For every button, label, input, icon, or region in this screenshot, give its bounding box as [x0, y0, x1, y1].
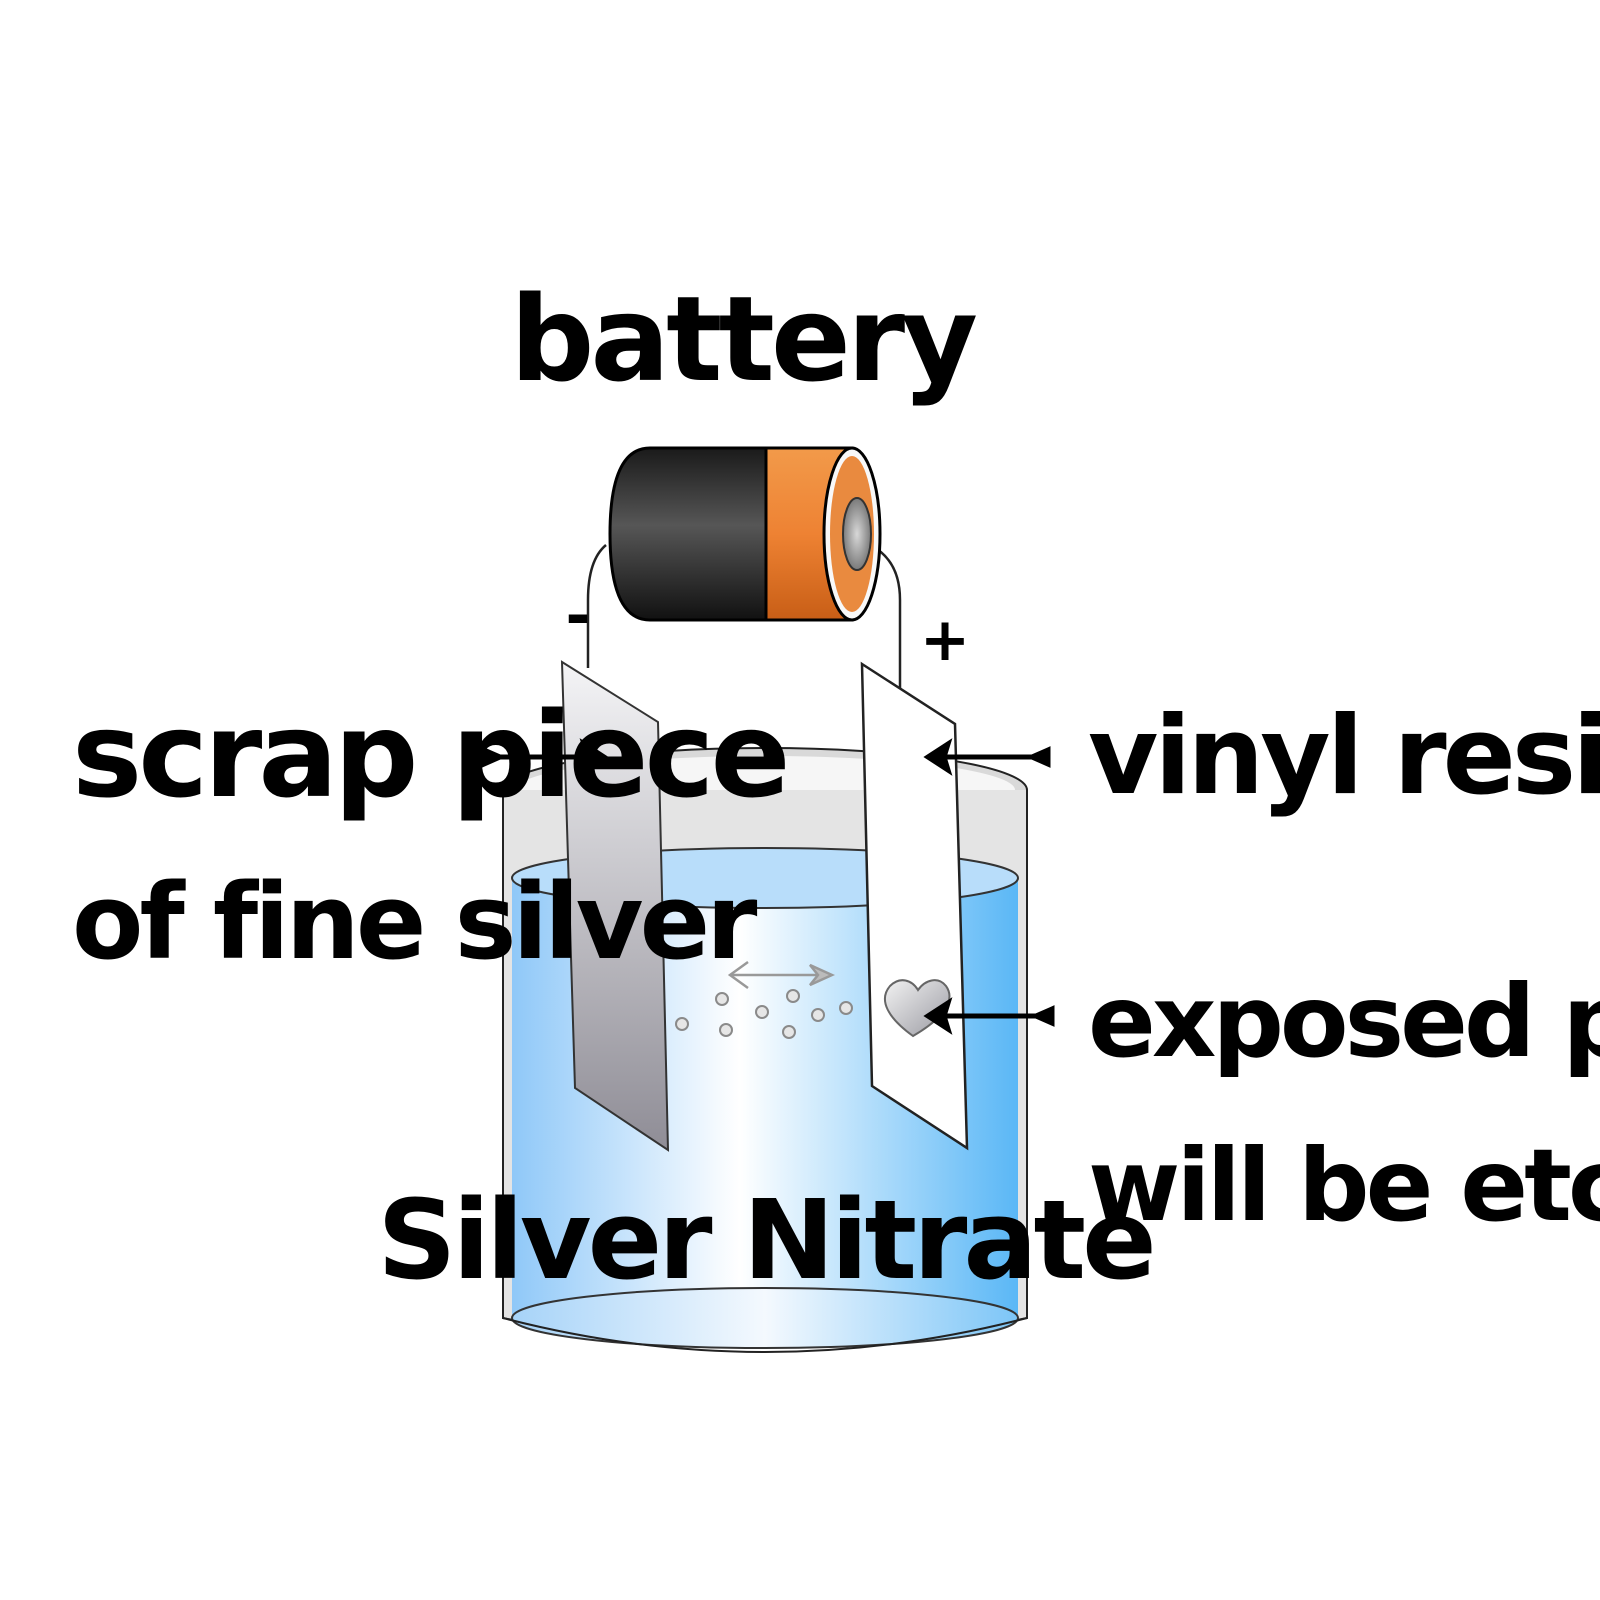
scrap-piece-label: scrap piece	[72, 686, 786, 824]
vinyl-resist-label: vinyl resist	[1088, 694, 1600, 819]
silver-scrap-electrode	[560, 660, 670, 1152]
vinyl-pointer-arrow	[923, 738, 1051, 776]
battery-icon	[608, 446, 882, 622]
plus-sign: +	[920, 605, 970, 675]
battery-label: battery	[510, 270, 976, 408]
scrap-pointer-arrow	[481, 738, 609, 776]
negative-wire	[586, 544, 607, 668]
minus-sign: -	[566, 581, 591, 651]
etched-label: will be etched	[1088, 1127, 1600, 1244]
silver-ions	[675, 989, 853, 1039]
exposed-pointer-arrow	[923, 997, 1055, 1035]
exposed-part-label: exposed part	[1088, 963, 1600, 1080]
fine-silver-label: of fine silver	[72, 861, 757, 983]
vinyl-resist-electrode	[860, 661, 969, 1151]
ion-direction-arrow-icon	[727, 960, 836, 990]
silver-nitrate-label: Silver Nitrate	[377, 1176, 1153, 1304]
